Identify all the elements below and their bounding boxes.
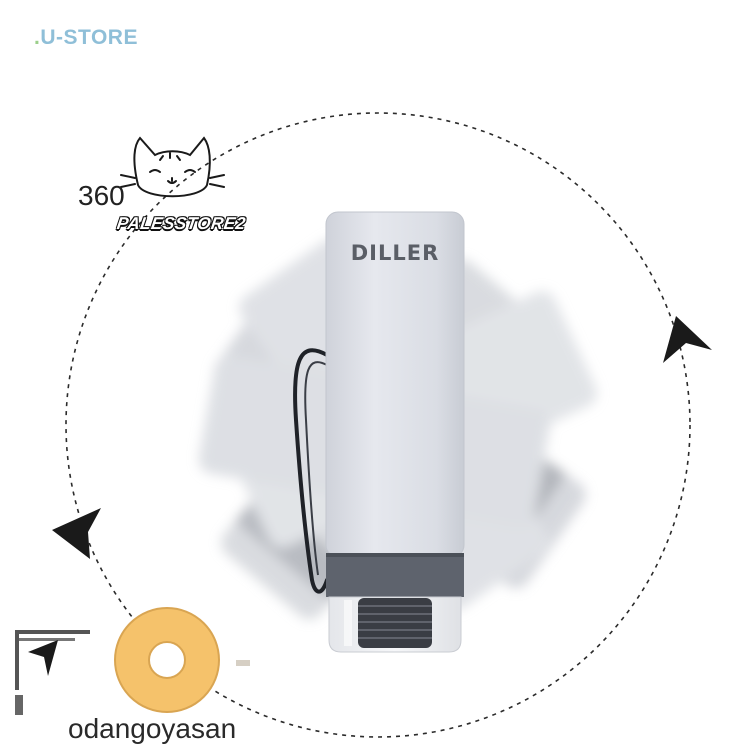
rotation-dashed-circle <box>65 112 691 738</box>
cat-face-icon <box>120 136 225 198</box>
corner-decoration <box>15 630 250 715</box>
store-logo: .U-STORE <box>34 26 138 50</box>
store-logo-text: U-STORE <box>40 26 138 49</box>
badge-brand-text: PALESSTORE2 <box>115 214 248 233</box>
store-logo-dot: . <box>34 26 41 49</box>
arrow-head-icon <box>52 508 101 559</box>
arrow-head-icon <box>663 316 712 363</box>
water-bottle <box>325 211 465 653</box>
donut-ring-icon <box>114 607 220 713</box>
watermark-text: odangoyasan <box>68 713 237 744</box>
bottle-brand-label: DILLER <box>350 241 440 265</box>
bottle-strap <box>293 348 329 594</box>
badge-360-number: 360 <box>78 180 125 211</box>
